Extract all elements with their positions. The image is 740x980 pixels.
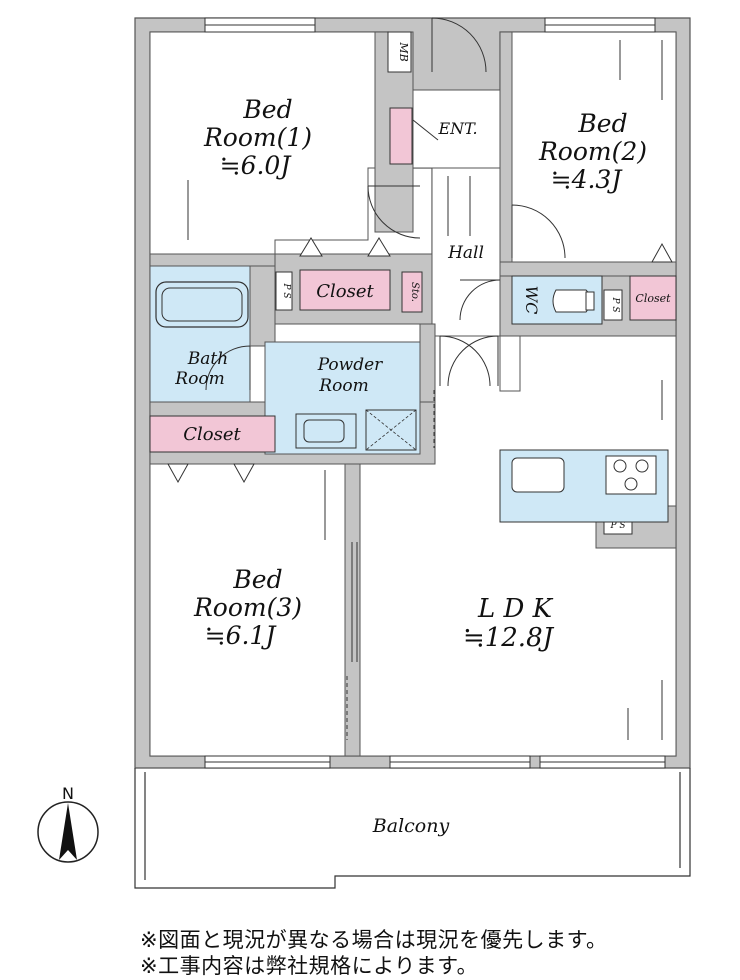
closet-bath: [149, 415, 276, 453]
bathtub-inner-icon: [161, 287, 243, 322]
bed2-name-line2: Room(2): [538, 137, 647, 166]
kitchen-counter: [499, 449, 669, 523]
balcony-inner: [144, 772, 681, 880]
washbasin-inner-icon: [303, 419, 345, 443]
bifold-bed3-b: [233, 463, 255, 484]
bed3-size: ≒6.1J: [205, 621, 278, 650]
burner-icon-1: [613, 459, 627, 473]
bifold-bed3-a: [167, 463, 189, 484]
sto-label: Sto.: [409, 282, 420, 302]
disclaimer-line-2: ※工事内容は弊社規格によります。: [140, 954, 479, 978]
balcony-outline: [134, 768, 691, 889]
balcony-name: Balcony: [372, 815, 450, 837]
door-bed1: [367, 185, 421, 239]
door-powder: [439, 335, 491, 387]
door-ldk: [447, 335, 499, 387]
closet-bed2: [629, 275, 677, 321]
disclaimer-line-1: ※図面と現況が異なる場合は現況を優先します。: [140, 928, 608, 952]
bath-name-line2: Room: [174, 369, 224, 389]
wall-bath-right: [249, 265, 276, 347]
bed2-name-line1: Bed: [577, 109, 627, 138]
ps-box-2: [603, 289, 623, 321]
toilet-icon: [552, 289, 592, 313]
burner-icon-2: [635, 459, 649, 473]
bath-fixtures: [155, 281, 417, 451]
storage-sto: [401, 271, 423, 313]
door-bed2: [511, 204, 566, 259]
closet-bed2-label: Closet: [635, 292, 671, 305]
bed3-name-line2: Room(3): [193, 593, 302, 622]
ldk-name: L D K: [477, 594, 554, 624]
wall-bed2-left: [499, 31, 513, 263]
washbasin-icon: [295, 413, 357, 449]
washer-pan-icon: [365, 409, 417, 451]
room-floors: [149, 31, 677, 757]
powder-name-line2: Room: [318, 376, 368, 396]
storage-units: Closet Closet Closet Sto. MB: [149, 31, 677, 453]
compass-north-label: N: [62, 784, 74, 803]
shoe-cabinet: [389, 107, 413, 165]
door-shoe: [412, 119, 439, 141]
burner-icon-3: [624, 477, 638, 491]
closet-bed1-label: Closet: [316, 281, 374, 302]
compass: N: [37, 784, 99, 863]
bed1-size: ≒6.0J: [220, 151, 293, 180]
sliding-panels: [187, 40, 663, 740]
ps-label-2: P S: [610, 296, 620, 312]
washer-cross-b: [365, 409, 417, 451]
ps-box-1: [275, 271, 293, 311]
mb-box: [387, 31, 412, 73]
bed3-name-line1: Bed: [232, 565, 282, 594]
bifold-bed1-a: [299, 237, 323, 257]
bed1-floor: [149, 31, 376, 255]
wc-room: WC: [511, 275, 603, 325]
bed3-floor: [149, 463, 346, 757]
bathtub-icon: [155, 281, 249, 328]
sink-icon: [511, 457, 565, 493]
closet-bed1: [299, 269, 391, 311]
entrance-name: ENT.: [437, 119, 477, 138]
toilet-tank-icon: [585, 291, 595, 311]
ps-label-3: P S: [609, 521, 625, 531]
ldk-size: ≒12.8J: [463, 623, 555, 653]
door-entrance: [431, 17, 487, 73]
bifold-bed1-b: [367, 237, 391, 257]
windows: [204, 17, 666, 769]
doors: [205, 17, 566, 391]
bed1-name-line1: Bed: [242, 95, 292, 124]
bed1-name-line2: Room(1): [203, 123, 312, 152]
bifold-bed2: [651, 242, 673, 263]
wc-label: WC: [522, 286, 541, 315]
door-bath: [205, 345, 251, 391]
mb-label: MB: [397, 41, 410, 61]
stove-icon: [605, 455, 657, 495]
ps-label-1: P S: [281, 282, 291, 298]
bath-name-line1: Bath: [187, 349, 228, 369]
bed2-size: ≒4.3J: [551, 165, 624, 194]
wall-bed2-bottom: [499, 261, 677, 277]
bed2-floor: [511, 31, 677, 263]
compass-needle-icon: [59, 803, 77, 860]
powder-name-line1: Powder: [317, 355, 383, 375]
room-labels: Bed Room(1) ≒6.0J Bed Room(2) ≒4.3J Bed …: [174, 95, 647, 837]
closet-bath-label: Closet: [183, 424, 241, 445]
door-wc: [459, 279, 501, 321]
hall-name: Hall: [447, 243, 484, 263]
balcony: [134, 768, 691, 889]
ldk-floor: [359, 335, 677, 757]
closet-doors: [167, 237, 673, 484]
wall-bath-block: [149, 253, 276, 267]
